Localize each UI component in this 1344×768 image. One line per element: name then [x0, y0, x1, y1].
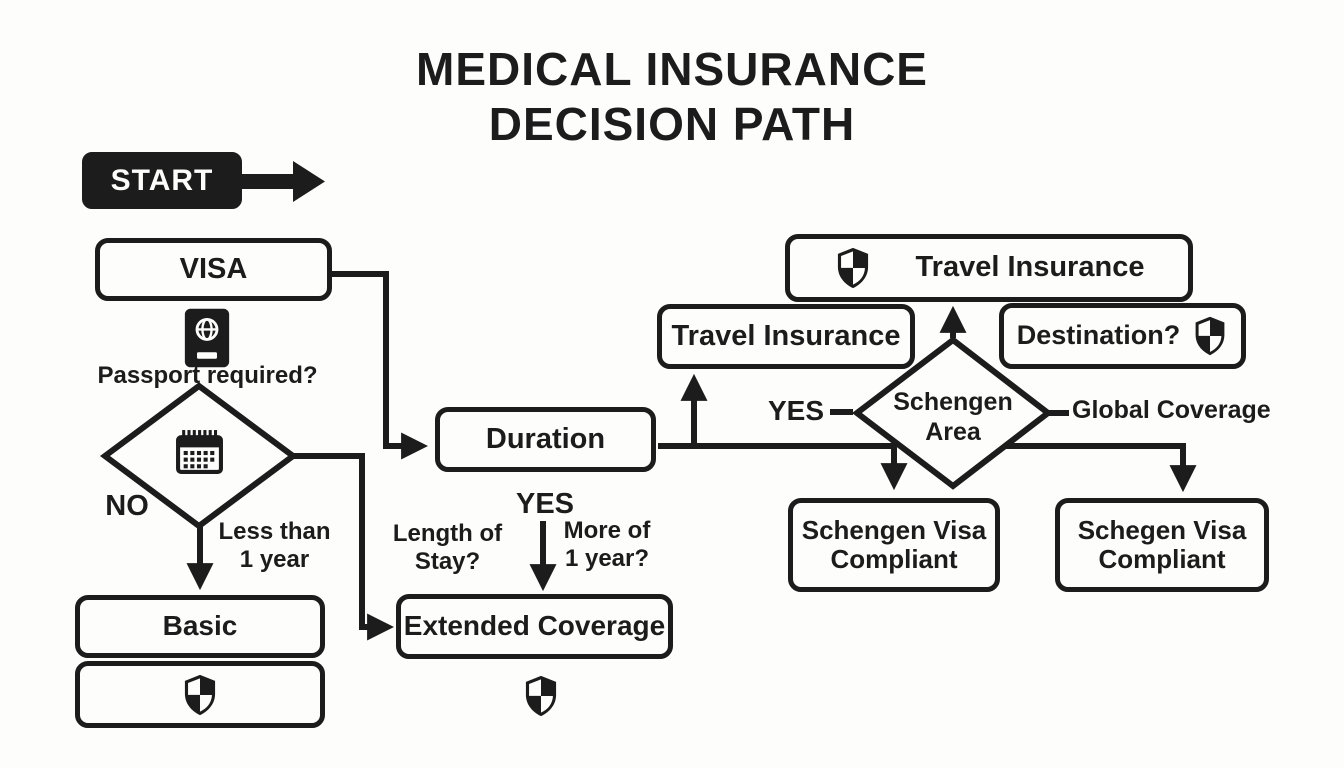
travel-insurance-left-node: Travel Insurance: [657, 304, 915, 369]
calendar-icon: [175, 430, 224, 475]
connector-duration-to-schengen-compliant: [658, 443, 908, 491]
global-coverage-label: Global Coverage: [1072, 396, 1271, 424]
destination-label: Destination?: [1016, 320, 1181, 351]
passport-icon: [184, 308, 230, 368]
basic-label: Basic: [162, 610, 238, 642]
shield-icon: [1192, 315, 1228, 357]
extended-coverage-node: Extended Coverage: [396, 594, 673, 659]
shield-icon: [522, 674, 560, 718]
start-node: START: [82, 152, 242, 209]
duration-label: Duration: [485, 422, 606, 455]
travel-insurance-top-node: Travel Insurance: [785, 234, 1193, 302]
schengen-area-label: Schengen Area: [893, 388, 1013, 446]
yes-branch-label: YES: [515, 488, 575, 520]
travel-insurance-top-label: Travel Insurance: [915, 251, 1145, 284]
connector-passport-to-extended: [294, 453, 395, 641]
no-branch-label: NO: [105, 490, 149, 522]
connector-schengen-to-schegen-compliant: [1006, 443, 1197, 493]
schengen-yes-label: YES: [767, 395, 825, 426]
schegen-visa-compliant-node: Schegen Visa Compliant: [1055, 498, 1269, 592]
travel-insurance-left-label: Travel Insurance: [671, 319, 901, 352]
less-than-1-year-label: Less than 1 year: [218, 518, 331, 574]
length-of-stay-label: Length of Stay?: [392, 520, 503, 576]
visa-label: VISA: [179, 252, 248, 285]
schengen-decision-diamond: [852, 336, 1053, 490]
passport-question-label: Passport required?: [97, 362, 318, 389]
basic-node: Basic: [75, 595, 325, 658]
schengen-visa-compliant-label: Schengen Visa Compliant: [801, 515, 987, 574]
start-label: START: [110, 164, 214, 197]
page-title: MEDICAL INSURANCE DECISION PATH: [416, 43, 928, 151]
shield-icon: [181, 673, 219, 717]
schengen-visa-compliant-node: Schengen Visa Compliant: [788, 498, 1000, 592]
start-arrow: [242, 161, 325, 202]
basic-shield-node: [75, 661, 325, 728]
duration-node: Duration: [435, 407, 656, 472]
visa-node: VISA: [95, 238, 332, 301]
shield-icon: [834, 246, 872, 290]
schegen-visa-compliant-label: Schegen Visa Compliant: [1077, 515, 1247, 574]
connector-visa-to-duration: [332, 271, 429, 460]
extended-coverage-label: Extended Coverage: [403, 610, 666, 642]
more-of-1-year-label: More of 1 year?: [563, 517, 651, 573]
destination-node: Destination?: [999, 303, 1246, 369]
